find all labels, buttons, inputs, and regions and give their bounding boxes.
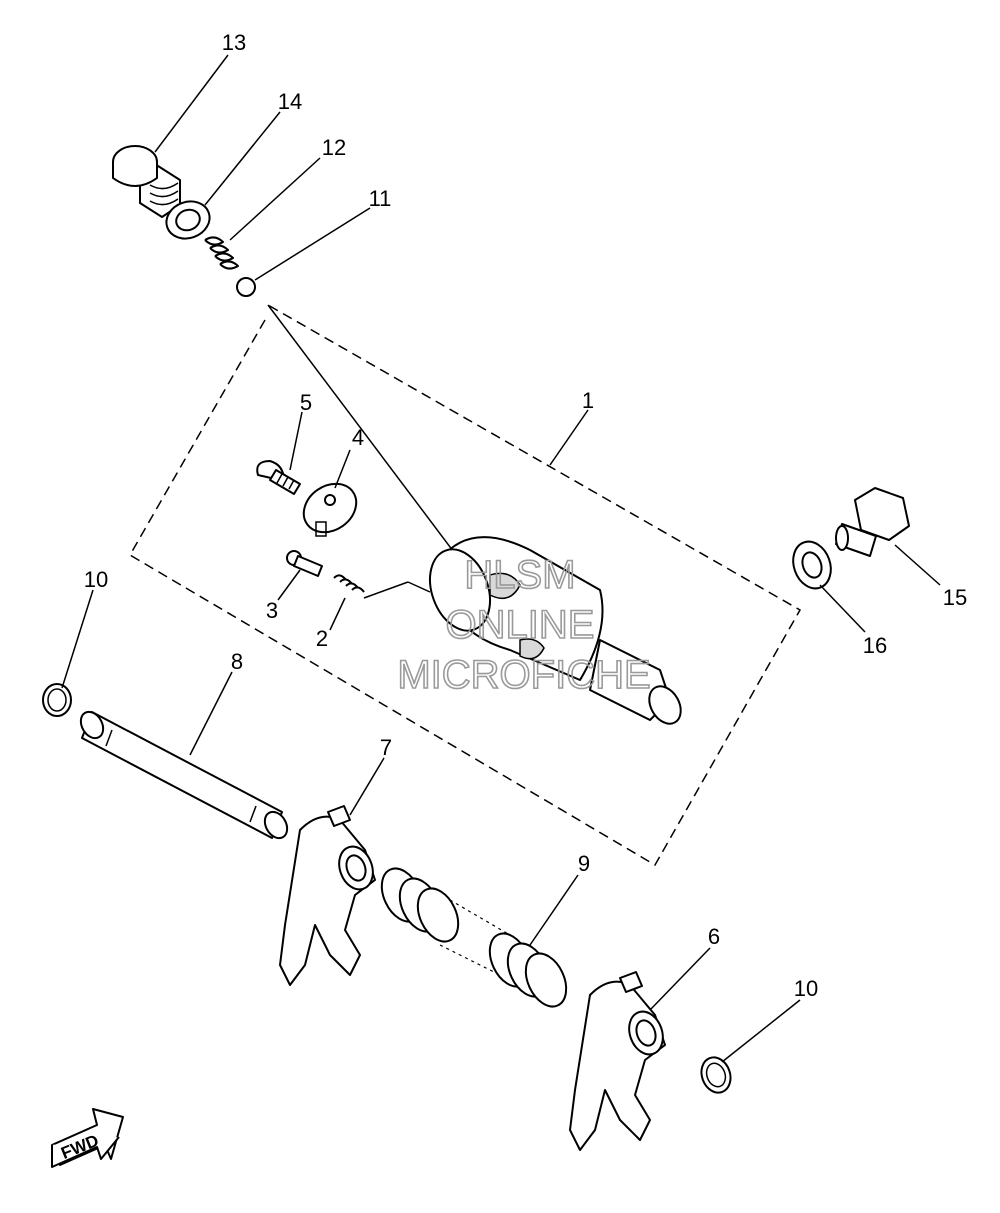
callout-12: 12	[322, 135, 346, 160]
callout-7: 7	[380, 735, 392, 760]
watermark-line-1: HLSM	[464, 553, 575, 597]
callout-2: 2	[316, 626, 328, 651]
callout-13: 13	[222, 30, 246, 55]
part-2-spring	[333, 574, 431, 599]
callout-8: 8	[231, 649, 243, 674]
part-5-screw	[256, 460, 301, 495]
part-15-bolt	[835, 487, 910, 557]
callout-6: 6	[708, 924, 720, 949]
callout-10-left: 10	[84, 567, 108, 592]
callout-11: 11	[369, 186, 392, 211]
fwd-label: FWD	[58, 1131, 101, 1163]
watermark-line-3: MICROFICHE	[397, 653, 650, 697]
part-12-spring	[204, 236, 239, 270]
callout-4: 4	[352, 425, 364, 450]
assembly-boundary	[128, 304, 802, 867]
part-13-plug-bolt	[112, 145, 181, 218]
part-10-circlip-right	[700, 1056, 732, 1094]
part-7-shift-fork	[279, 805, 376, 986]
part-1-shift-drum	[429, 536, 682, 725]
part-3-pin	[286, 550, 323, 577]
fwd-arrow-icon: FWD	[51, 1108, 124, 1168]
callout-16: 16	[863, 633, 887, 658]
callout-leaders	[61, 54, 941, 1063]
callout-5: 5	[300, 390, 312, 415]
callout-15: 15	[943, 585, 967, 610]
part-9-spring	[380, 867, 568, 1008]
part-10-circlip-left	[42, 683, 72, 717]
part-8-guide-bar	[79, 710, 289, 840]
part-6-shift-fork	[569, 971, 666, 1151]
watermark: HLSM ONLINE MICROFICHE	[397, 552, 652, 698]
part-11-ball	[236, 277, 256, 297]
callout-10-right: 10	[794, 976, 818, 1001]
part-14-gasket	[165, 200, 211, 240]
callout-3: 3	[266, 598, 278, 623]
callout-1: 1	[582, 388, 594, 413]
callout-14: 14	[278, 89, 302, 114]
watermark-line-2: ONLINE	[446, 603, 595, 647]
part-16-washer	[792, 540, 832, 590]
part-4-segment	[302, 482, 358, 537]
callout-9: 9	[578, 851, 590, 876]
